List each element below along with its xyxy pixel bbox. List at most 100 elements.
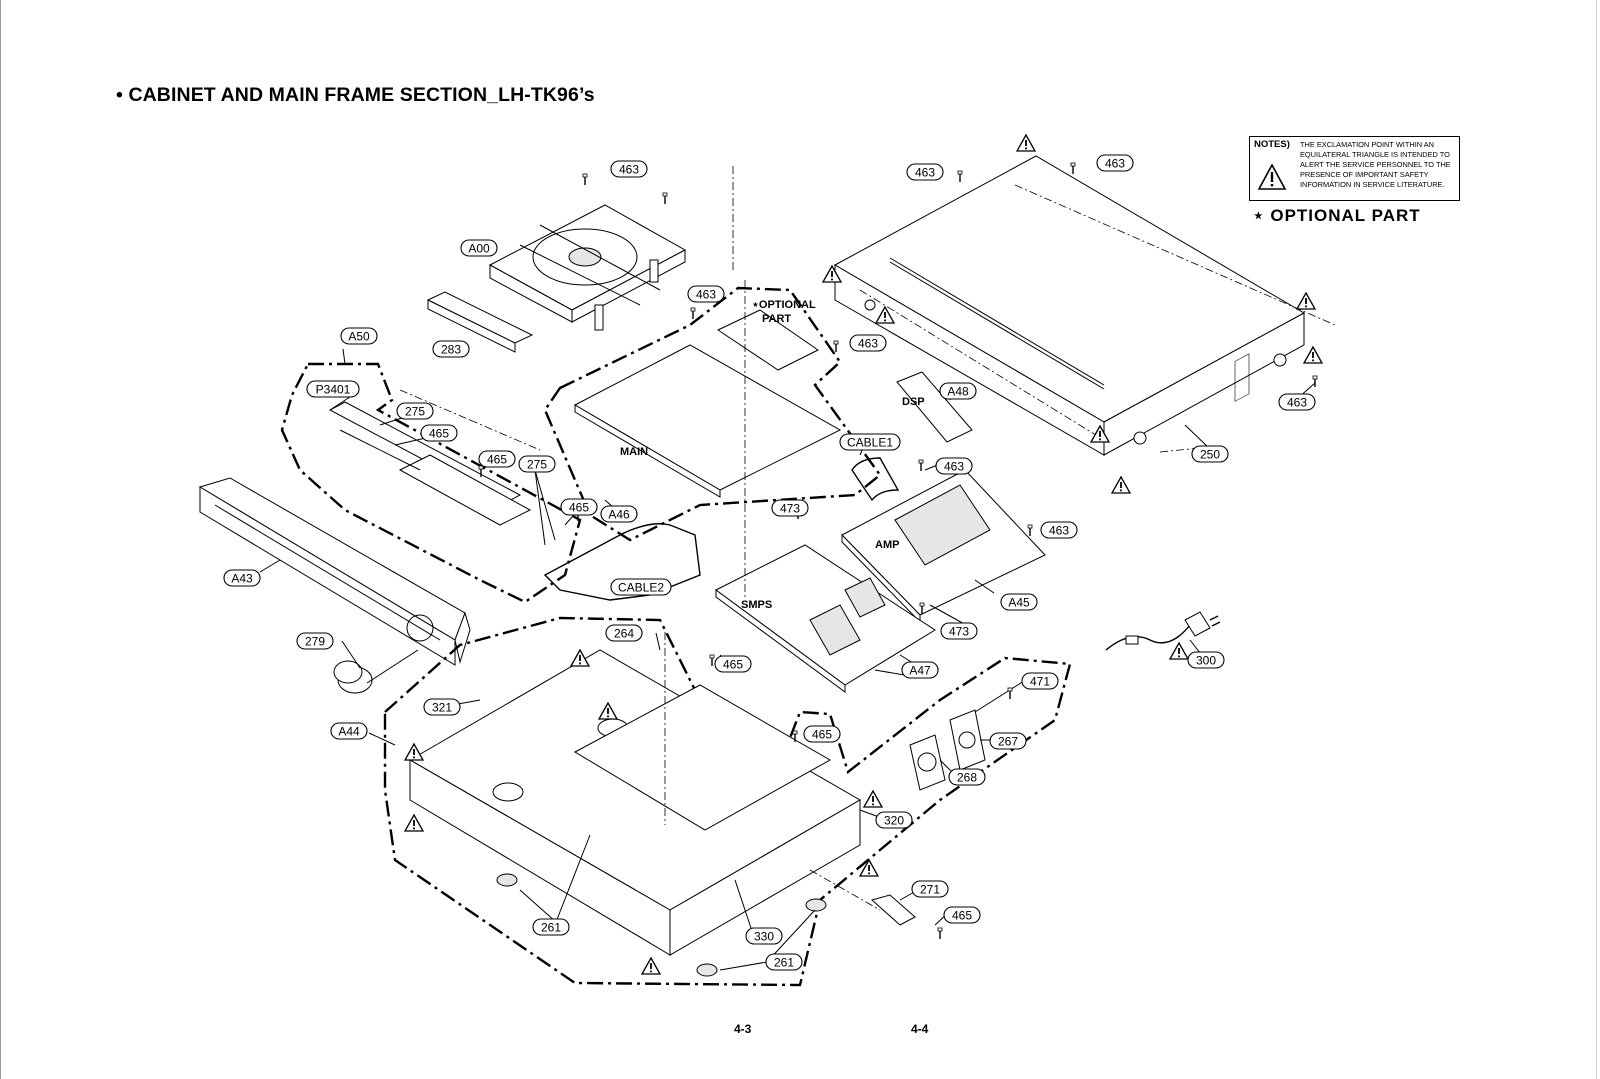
callout-text: 463 (1049, 524, 1069, 538)
callout-463: 463 (906, 163, 944, 181)
callout-271: 271 (911, 880, 949, 898)
amp-board-a45: AMP (841, 469, 1046, 624)
callout-text: 463 (1287, 396, 1307, 410)
callout-465: 465 (714, 655, 752, 673)
callout-text: 321 (432, 701, 452, 715)
callout-text: A45 (1008, 596, 1030, 610)
page-number-left: 4-3 (734, 1022, 752, 1036)
callout-text: A48 (947, 385, 969, 399)
chassis-a44 (409, 649, 861, 977)
callout-text: 264 (614, 627, 634, 641)
callout-a46: A46 (600, 505, 638, 523)
callout-a43: A43 (223, 569, 261, 587)
callout-text: CABLE2 (618, 581, 664, 595)
group-outline-a44 (383, 616, 1072, 987)
front-panel-a43 (198, 477, 471, 666)
callout-text: 471 (1030, 675, 1050, 689)
callout-465: 465 (420, 424, 458, 442)
fan-bracket-267 (949, 709, 986, 771)
callout-text: 465 (812, 728, 832, 742)
callout-text: 330 (754, 930, 774, 944)
callout-320: 320 (875, 811, 913, 829)
knob-279 (333, 660, 373, 694)
callout-cable2: CABLE2 (610, 578, 672, 596)
callout-p3401: P3401 (306, 380, 360, 398)
callout-text: 465 (487, 453, 507, 467)
callout-250: 250 (1191, 445, 1229, 463)
callout-text: 261 (541, 921, 561, 935)
callout-463: 463 (687, 285, 725, 303)
dvd-loader-a00 (488, 204, 687, 331)
callout-261: 261 (532, 918, 570, 936)
notes-box: NOTES) THE EXCLAMATION POINT WITHIN AN E… (1249, 136, 1460, 201)
callout-261: 261 (765, 953, 803, 971)
callout-275: 275 (518, 455, 556, 473)
callout-text: 300 (1196, 654, 1216, 668)
callout-a44: A44 (330, 722, 368, 740)
cable2 (543, 523, 701, 601)
optional-part-legend: ⋆ OPTIONAL PART (1253, 206, 1421, 225)
callout-321: 321 (423, 698, 461, 716)
callout-text: A50 (348, 330, 370, 344)
callout-text: A43 (231, 572, 253, 586)
callout-text: 275 (527, 458, 547, 472)
dsp-board-a48 (896, 371, 973, 443)
group-outline-a50 (280, 362, 582, 604)
optional-part-label-2: PART (762, 313, 791, 325)
warning-triangle-icon (1257, 163, 1287, 190)
callout-text: 463 (915, 166, 935, 180)
callout-text: 463 (619, 163, 639, 177)
notes-text: THE EXCLAMATION POINT WITHIN AN EQUILATE… (1300, 140, 1451, 189)
callout-text: A00 (468, 242, 490, 256)
callout-text: 283 (441, 343, 461, 357)
callout-a45: A45 (1000, 593, 1038, 611)
callout-text: 275 (405, 405, 425, 419)
callout-text: A44 (338, 725, 360, 739)
callout-463: 463 (1040, 521, 1078, 539)
part-283 (426, 291, 534, 344)
callout-text: 465 (723, 658, 743, 672)
page-number-right: 4-4 (911, 1022, 929, 1036)
board-label-dsp: DSP (902, 396, 925, 408)
callout-473: 473 (940, 622, 978, 640)
callout-text: 268 (957, 771, 977, 785)
callout-463: 463 (1278, 393, 1316, 411)
callout-text: 463 (696, 288, 716, 302)
part-271 (870, 894, 916, 926)
callout-text: 465 (952, 909, 972, 923)
fan-268 (909, 734, 946, 791)
callout-264: 264 (605, 624, 643, 642)
group-outline-main (543, 286, 882, 542)
callout-300: 300 (1187, 651, 1225, 669)
callout-463: 463 (935, 457, 973, 475)
callout-267: 267 (989, 732, 1027, 750)
callout-text: 463 (858, 337, 878, 351)
callout-268: 268 (948, 768, 986, 786)
callout-465: 465 (943, 906, 981, 924)
callout-text: A46 (608, 508, 630, 522)
page-title: • CABINET AND MAIN FRAME SECTION_LH-TK96… (116, 84, 595, 106)
callout-text: 465 (429, 427, 449, 441)
callout-text: 261 (774, 956, 794, 970)
page-edge-rule (0, 0, 1, 1079)
callout-text: 465 (569, 501, 589, 515)
smps-board-a47: SMPS (715, 544, 936, 693)
callout-text: 267 (998, 735, 1018, 749)
cable1 (851, 457, 900, 502)
callout-463: 463 (849, 334, 887, 352)
callout-text: A47 (909, 664, 931, 678)
callout-text: 463 (1105, 157, 1125, 171)
top-cover-250 (833, 155, 1306, 456)
callout-330: 330 (745, 927, 783, 945)
callout-279: 279 (296, 632, 334, 650)
callout-471: 471 (1021, 672, 1059, 690)
callout-text: 320 (884, 814, 904, 828)
callout-cable1: CABLE1 (839, 433, 901, 451)
callout-a00: A00 (460, 239, 498, 257)
callout-473: 473 (771, 499, 809, 517)
callout-text: P3401 (316, 383, 351, 397)
callout-text: CABLE1 (847, 436, 893, 450)
board-label-smps: SMPS (741, 599, 772, 611)
